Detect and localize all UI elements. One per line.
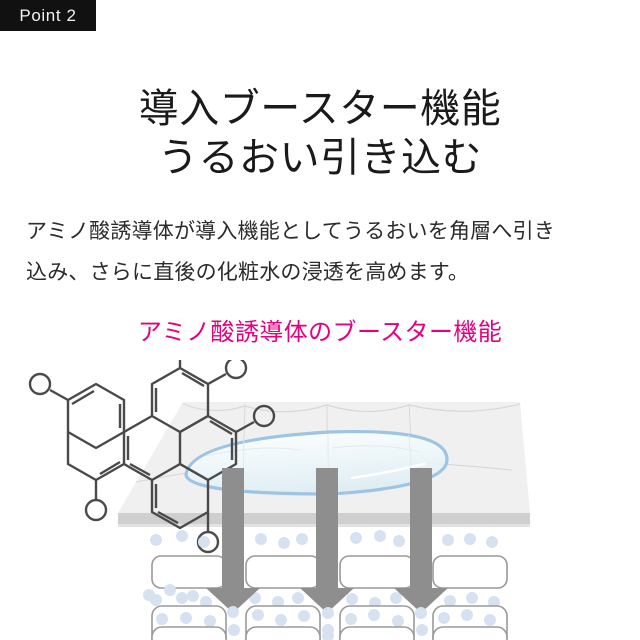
- figure-caption: アミノ酸誘導体のブースター機能: [137, 319, 503, 346]
- point-badge: Point 2: [0, 0, 96, 31]
- corneocyte-layer-3: [143, 584, 508, 640]
- amino-acid-derivative-molecule: [28, 360, 276, 554]
- body-paragraph: アミノ酸誘導体が導入機能としてうるおいを角層へ引き 込み、さらに直後の化粧水の浸…: [26, 211, 618, 293]
- booster-function-diagram: [0, 360, 640, 640]
- body-paragraph-line-2: 込み、さらに直後の化粧水の浸透を高めます。: [26, 261, 470, 284]
- cell-row-1: [151, 555, 508, 589]
- page-title-line-1: 導入ブースター機能: [138, 86, 502, 131]
- penetration-arrows: [206, 468, 448, 613]
- moisture-dots-bottom: [322, 630, 334, 640]
- body-paragraph-line-1: アミノ酸誘導体が導入機能としてうるおいを角層へ引き: [26, 220, 555, 243]
- penetration-arrow-1: [206, 468, 260, 613]
- moisture-dots-row-1: [150, 530, 498, 549]
- penetration-arrow-2: [300, 468, 354, 613]
- cell-row-3: [151, 626, 508, 640]
- point-badge-label: Point 2: [19, 6, 77, 25]
- page-title: 導入ブースター機能 うるおい引き込む: [0, 85, 640, 183]
- moisture-dots-row-3: [143, 584, 496, 627]
- moisture-dots-row-2: [150, 592, 500, 609]
- page-title-line-2: うるおい引き込む: [158, 135, 482, 180]
- penetration-arrow-3: [394, 468, 448, 613]
